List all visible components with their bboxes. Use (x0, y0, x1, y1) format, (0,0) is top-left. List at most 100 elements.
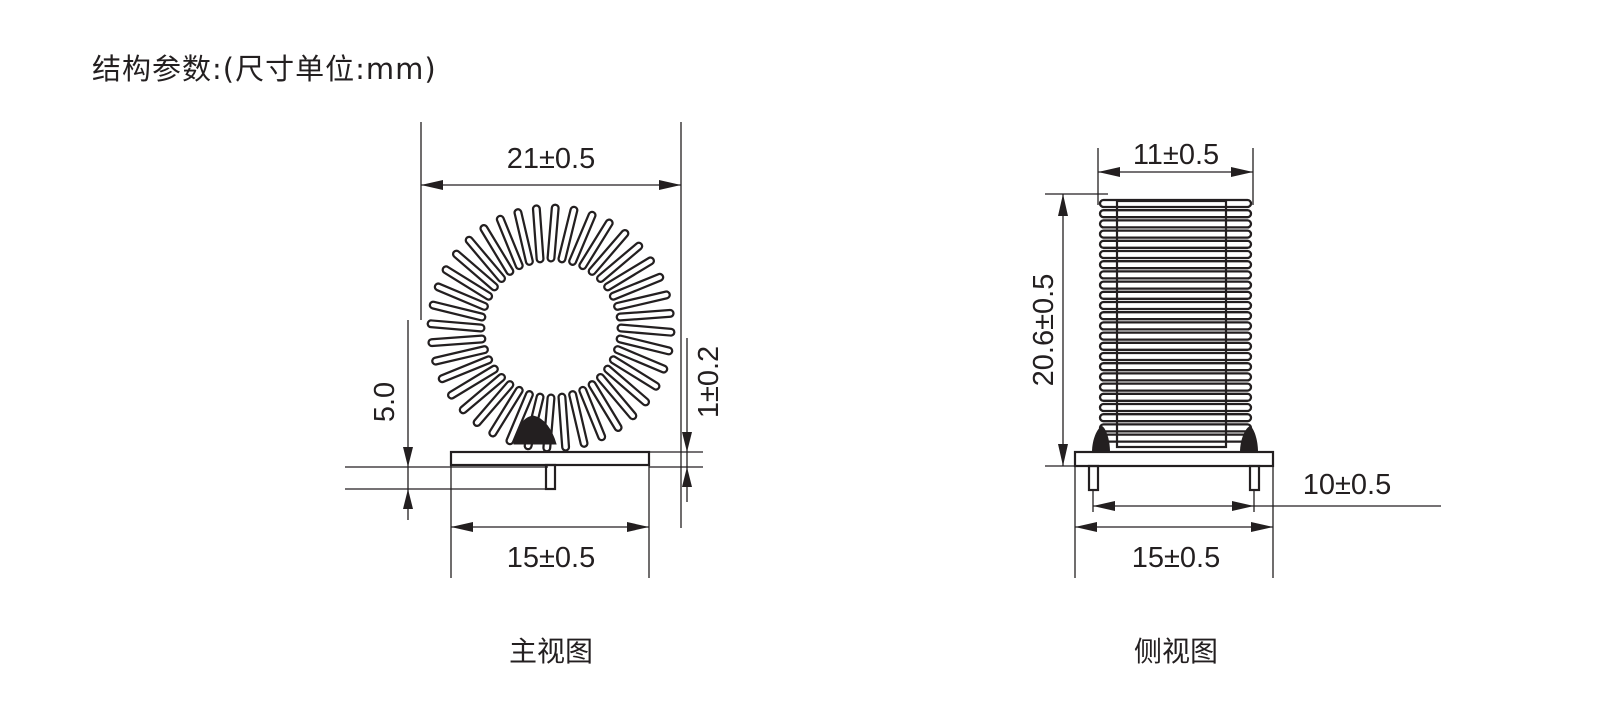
lead-blob-left (1092, 426, 1110, 452)
winding-turn-fill (559, 394, 568, 450)
winding-turn-fill (428, 321, 484, 331)
core-outline (1115, 199, 1228, 449)
winding-turn-fill (617, 336, 672, 354)
coil-turn (1098, 290, 1253, 300)
winding-turn-fill (474, 382, 513, 425)
winding-turn-fill (589, 231, 628, 274)
lead-blob-right (1240, 426, 1258, 452)
arrow (403, 489, 413, 509)
winding-turn-fill (507, 392, 532, 444)
winding-turn-fill (605, 258, 653, 290)
coil-turn (1098, 423, 1253, 433)
winding-turn-fill (443, 267, 491, 299)
coil-turn (1098, 209, 1253, 219)
winding-turn-fill (605, 366, 648, 405)
winding-turn-fill (598, 243, 642, 281)
arrow (682, 467, 692, 487)
front-base-plate (449, 450, 651, 467)
winding-turn-fill (559, 207, 577, 262)
coil-turn (1098, 321, 1253, 331)
winding-turn-fill (498, 216, 522, 268)
arrow (1093, 501, 1115, 511)
coil-turn (1098, 382, 1253, 392)
arrow (1075, 522, 1097, 532)
coil-turn (1098, 249, 1253, 260)
winding-turn-fill (615, 292, 669, 309)
dim-pin-spacing: 10±0.5 (1303, 469, 1392, 501)
coil-turn (1098, 392, 1253, 402)
dim-base-width-front: 15±0.5 (507, 542, 596, 574)
arrow (1098, 167, 1120, 177)
winding-turn-fill (534, 206, 543, 262)
coil-turn (1098, 280, 1253, 290)
arrow (627, 522, 649, 532)
coil-winding (1098, 198, 1253, 443)
winding-turn-fill (618, 325, 674, 335)
winding-turn-fill (439, 357, 491, 381)
arrow (1231, 167, 1253, 177)
winding-turn-fill (548, 205, 558, 261)
winding-turn-fill (611, 275, 663, 299)
winding-turn-fill (515, 210, 532, 264)
winding-turn-fill (580, 388, 604, 440)
dim-height-offset: 5.0 (369, 382, 401, 422)
winding-turn-fill (460, 375, 504, 413)
arrow (403, 447, 413, 467)
arrow (1232, 501, 1254, 511)
winding-turn-fill (611, 357, 659, 389)
winding-turn-fill (615, 347, 667, 372)
front-view: 21±0.5 15±0.5 5.0 1±0.2 主视图 (345, 122, 725, 668)
side-base-plate (1073, 450, 1275, 468)
winding-turn-fill (570, 212, 595, 264)
side-pin-left (1087, 464, 1100, 492)
winding-turn-fill (466, 237, 504, 281)
coil-turn (1098, 239, 1253, 249)
winding-turn-fill (449, 366, 497, 398)
front-pin (544, 463, 557, 491)
coil-turn (1098, 341, 1253, 351)
arrow (1251, 522, 1273, 532)
winding-turn-fill (433, 347, 487, 364)
winding-turn-fill (570, 392, 587, 446)
coil-turn (1098, 402, 1253, 413)
coil-turn (1098, 229, 1253, 239)
toroid-winding (426, 203, 676, 453)
winding-turn-fill (481, 226, 513, 274)
dim-base-width-side: 15±0.5 (1132, 542, 1221, 574)
coil-turn (1098, 331, 1253, 341)
coil-turn (1098, 311, 1253, 321)
arrow (451, 522, 473, 532)
side-view-caption: 侧视图 (1134, 635, 1218, 668)
side-pin-right (1248, 464, 1261, 492)
winding-turn-fill (580, 220, 612, 268)
coil-turn (1098, 270, 1253, 280)
coil-turn (1098, 362, 1253, 372)
arrow (1058, 194, 1068, 216)
coil-turn (1098, 433, 1253, 443)
lead-blob (513, 415, 557, 445)
winding-turn-fill (490, 388, 522, 436)
dim-coil-width: 11±0.5 (1133, 139, 1219, 171)
winding-turn-fill (589, 382, 621, 430)
coil-turn (1098, 260, 1253, 270)
dim-base-thickness: 1±0.2 (693, 346, 725, 418)
drawing-title: 结构参数:(尺寸单位:mm) (92, 52, 437, 86)
winding-turn-fill (598, 375, 636, 419)
winding-turn-fill (435, 284, 487, 309)
coil-turn (1098, 372, 1253, 382)
arrow (421, 180, 443, 190)
side-view: 11±0.5 20.6±0.5 10±0.5 15±0.5 侧视图 (1028, 139, 1441, 668)
winding-turn-fill (617, 311, 673, 320)
dim-height: 20.6±0.5 (1028, 274, 1060, 387)
arrow (659, 180, 681, 190)
coil-turn (1098, 300, 1253, 311)
winding-turn-fill (429, 336, 485, 345)
arrow (682, 432, 692, 452)
winding-turn-fill (430, 302, 485, 320)
coil-turn (1098, 413, 1253, 423)
dim-outer-diameter: 21±0.5 (507, 143, 596, 175)
front-view-caption: 主视图 (509, 635, 593, 668)
winding-turn-fill (454, 251, 497, 290)
coil-turn (1098, 219, 1253, 229)
